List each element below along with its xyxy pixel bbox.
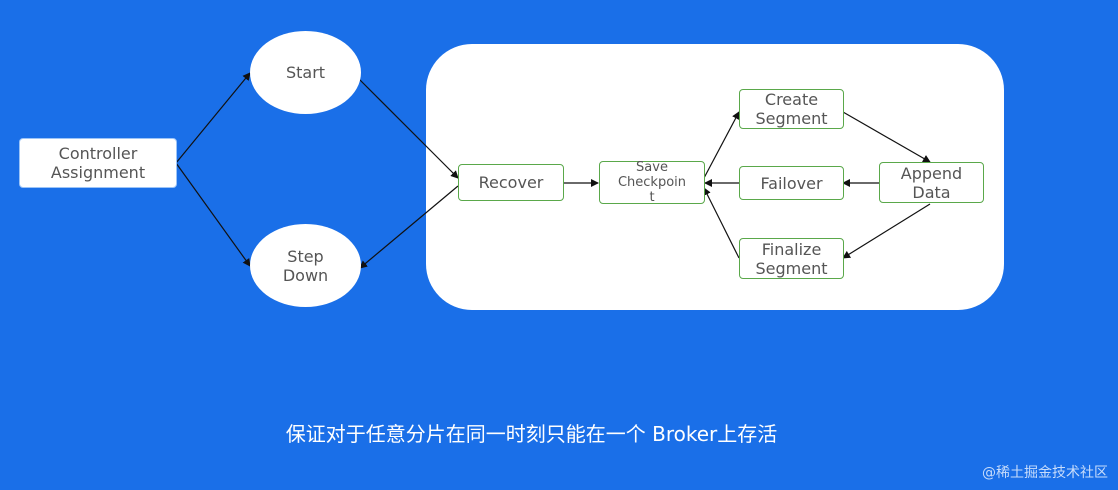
arrow-start-to-recover [357,77,459,179]
node-controller-assignment: Controller Assignment [19,138,177,188]
node-create-segment: Create Segment [739,89,844,129]
node-start: Start [250,31,361,114]
node-save-checkpoint: Save Checkpoin t [599,160,705,205]
arrow-controller-to-stepdown [175,162,251,267]
arrow-append-to-finalize [842,203,931,259]
arrow-finalize-to-checkpoint [703,187,740,259]
watermark: @稀土掘金技术社区 [982,465,1108,481]
arrow-recover-to-stepdown [359,185,459,269]
arrow-checkpoint-to-create [703,111,740,179]
node-failover: Failover [739,166,844,200]
arrow-create-to-append [842,111,931,163]
node-finalize-segment: Finalize Segment [739,238,844,279]
arrow-controller-to-start [175,72,251,164]
node-recover: Recover [458,164,564,201]
node-append-data: Append Data [879,162,984,203]
node-step-down: Step Down [250,224,361,307]
caption-text: 保证对于任意分片在同一时刻只能在一个 Broker上存活 [285,422,778,446]
